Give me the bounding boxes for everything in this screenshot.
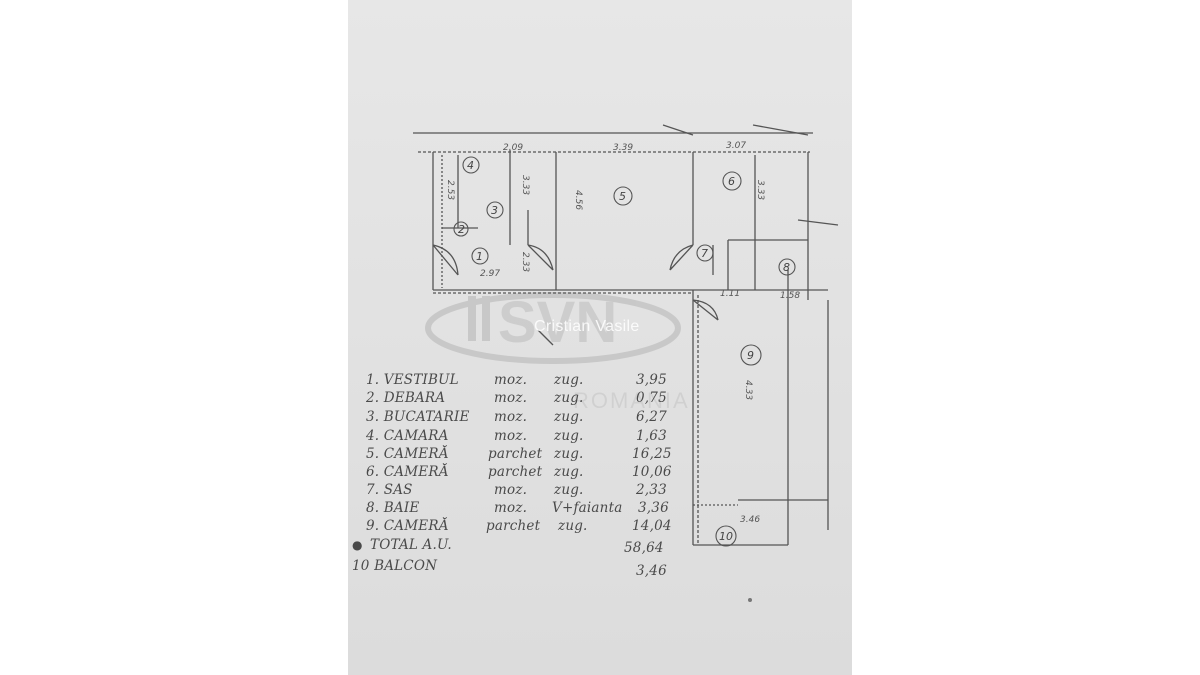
legend-row-9-area: 14,04 [632,518,672,534]
legend-row-5-area: 16,25 [632,446,672,462]
room-number-10: 10 [719,530,733,543]
room-number-3: 3 [491,204,498,217]
legend-row-6-area: 10,06 [632,464,672,480]
legend-row-3-name: 3. BUCATARIE [366,409,470,425]
legend-row-9-floor: parchet [486,518,541,534]
legend-row-2-name: 2. DEBARA [366,390,446,406]
dim-3-33: 3.33 [520,175,530,195]
legend-row-8-floor: moz. [494,500,528,516]
legend-row-7-name: 7. SAS [366,482,413,498]
scan-speck [748,598,752,602]
legend-row-3-floor: moz. [494,409,528,425]
dim-4-33: 4.33 [743,380,753,400]
legend-row-7-floor: moz. [494,482,528,498]
legend-row-5-walls: zug. [554,446,584,462]
dim-4-56: 4.56 [573,190,583,210]
legend-row-1-walls: zug. [554,372,584,388]
legend-balcony-label: 10 BALCON [352,558,438,574]
legend-total-value: 58,64 [624,540,664,556]
legend-row-3-area: 6,27 [636,409,667,425]
legend-row-7-walls: zug. [554,482,584,498]
legend-balcony-value: 3,46 [636,563,667,579]
legend-row-2-floor: moz. [494,390,528,406]
total-bullet-icon: ● [352,538,363,552]
svg-text:SVN: SVN [498,290,617,355]
watermark-logo: SVN ROMANIA [425,290,690,413]
floor-plan-drawing: SVN ROMANIA [413,124,839,547]
legend-row-2-walls: zug. [554,390,584,406]
legend-row-6-name: 6. CAMERĂ [366,464,449,480]
svg-text:ROMANIA: ROMANIA [573,388,690,413]
dim-3-39: 3.39 [613,143,633,153]
room-number-6: 6 [728,175,735,188]
legend-row-4-name: 4. CAMARA [366,428,449,444]
room-number-5: 5 [619,190,626,203]
legend-row-4-area: 1,63 [636,428,667,444]
room-number-8: 8 [783,261,790,274]
legend-row-2-area: 0,75 [636,390,667,406]
legend-row-7-area: 2,33 [636,482,667,498]
legend-row-1-floor: moz. [494,372,528,388]
legend-row-1-name: 1. VESTIBUL [366,372,459,388]
legend-row-6-floor: parchet [488,464,543,480]
dim-3-46: 3.46 [740,515,760,525]
room-number-4: 4 [467,159,474,172]
legend-row-3-walls: zug. [554,409,584,425]
legend-row-5-name: 5. CAMERĂ [366,446,449,462]
scanned-floor-plan: SVN ROMANIA [348,0,852,675]
legend-row-5-floor: parchet [488,446,543,462]
legend-row-9-walls: zug. [558,518,588,534]
dim-3-07: 3.07 [726,141,746,151]
dim-2-97: 2.97 [480,269,500,279]
dim-2-33: 2.33 [520,252,530,272]
legend-row-8-name: 8. BAIE [366,500,420,516]
room-number-7: 7 [701,247,708,260]
dim-3-33b: 3.33 [755,180,765,200]
dim-2-53: 2.53 [445,180,455,200]
legend-row-4-floor: moz. [494,428,528,444]
room-number-1: 1 [476,250,483,263]
dim-1-58: 1.58 [780,291,800,301]
legend-row-4-walls: zug. [554,428,584,444]
legend-row-8-area: 3,36 [638,500,669,516]
legend-row-9-name: 9. CAMERĂ [366,518,449,534]
dim-1-11: 1.11 [720,289,740,299]
room-number-2: 2 [458,223,465,236]
watermark-name: Cristian Vasile [534,318,640,335]
legend-total-label: TOTAL A.U. [370,537,452,553]
room-number-9: 9 [747,349,754,362]
dim-2-09: 2.09 [503,143,523,153]
legend-row-6-walls: zug. [554,464,584,480]
legend-row-8-walls: V+faianta [552,500,623,516]
legend-row-1-area: 3,95 [636,372,667,388]
